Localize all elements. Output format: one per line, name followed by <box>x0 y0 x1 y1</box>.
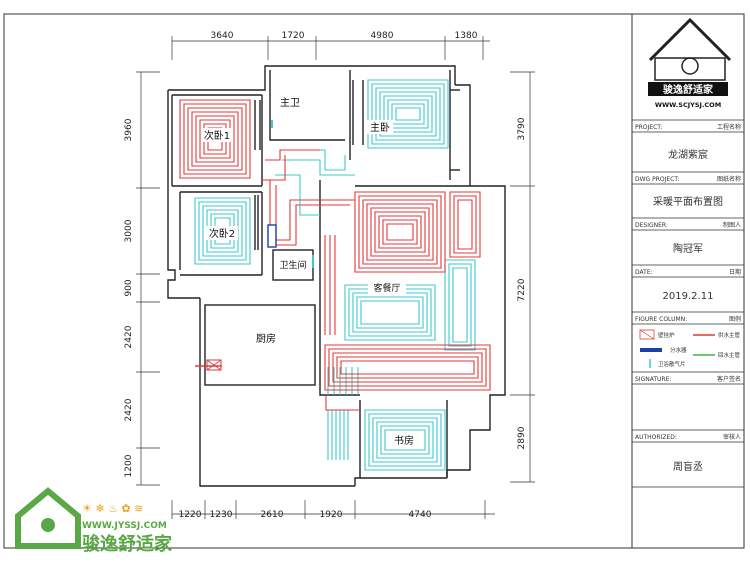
watermark: ☀ ❄ ♨ ✿ ≋ WWW.JYSSJ.COM 骏逸舒适家 <box>15 487 173 555</box>
dwg-label: DWG PROJECT: <box>635 176 679 183</box>
room-ke-can-ting: 客餐厅 <box>373 282 400 294</box>
manifold-symbol <box>267 224 277 248</box>
signature-label-cn: 客户签名 <box>717 375 741 383</box>
dim-bottom-4: 1920 <box>320 510 343 520</box>
project-label: PROJECT: <box>635 124 662 131</box>
legend-vent: 卫浴散气片 <box>658 360 686 368</box>
dim-top-3: 4980 <box>371 31 394 41</box>
legend-return: 回水主管 <box>718 351 741 359</box>
room-ci-wo-2: 次卧2 <box>209 227 235 240</box>
dim-right-3: 2890 <box>517 426 527 449</box>
watermark-sun-icon: ☀ ❄ ♨ ✿ ≋ <box>82 502 143 515</box>
legend-boiler: 壁挂炉 <box>658 331 675 339</box>
authorized-label-cn: 审核人 <box>723 433 741 441</box>
signature-label: SIGNATURE: <box>635 376 671 383</box>
walls <box>167 65 506 487</box>
logo: 骏逸舒适家 WWW.SCJYSJ.COM <box>648 17 732 109</box>
drawing-frame <box>3 13 745 549</box>
equipment-symbols <box>195 120 314 371</box>
room-shu-fang: 书房 <box>394 434 414 447</box>
dim-left-2: 3000 <box>124 219 134 242</box>
room-zhu-wo: 主卧 <box>370 121 390 134</box>
watermark-name: 骏逸舒适家 <box>82 533 173 555</box>
dim-right-1: 3790 <box>517 117 527 140</box>
dim-top-4: 1380 <box>455 31 478 41</box>
dim-bottom-3: 2610 <box>261 510 284 520</box>
dim-left-6: 1200 <box>124 454 134 477</box>
dim-left-3: 900 <box>124 279 134 296</box>
room-chu-fang: 厨房 <box>256 332 276 345</box>
logo-url: WWW.SCJYSJ.COM <box>655 101 721 109</box>
legend-manifold: 分水器 <box>670 346 687 354</box>
watermark-url: WWW.JYSSJ.COM <box>82 521 167 531</box>
designer-label: DESIGNER: <box>635 222 668 229</box>
date-label: DATE: <box>635 269 653 276</box>
designer-name: 陶冠军 <box>673 242 703 255</box>
title-block-labels: PROJECT: 工程名称 DWG PROJECT: 图纸名称 DESIGNER… <box>635 123 741 441</box>
legend: 壁挂炉 供水主管 分水器 卫浴散气片 回水主管 <box>639 329 741 368</box>
dim-left-4: 2420 <box>124 325 134 348</box>
date-value: 2019.2.11 <box>663 291 714 302</box>
project-name: 龙湖紫宸 <box>668 148 708 161</box>
logo-brand-text: 骏逸舒适家 <box>663 83 714 96</box>
dwg-label-cn: 图纸名称 <box>717 175 741 183</box>
dim-right-2: 7220 <box>517 278 527 301</box>
project-label-cn: 工程名称 <box>717 123 741 131</box>
authorized-label: AUTHORIZED: <box>635 434 677 441</box>
dim-top-2: 1720 <box>282 31 305 41</box>
room-ci-wo-1: 次卧1 <box>204 129 230 142</box>
authorized-name: 周盲丞 <box>673 460 703 473</box>
dim-bottom-2: 1230 <box>210 510 233 520</box>
dim-bottom-1: 1220 <box>179 510 202 520</box>
room-zhu-wei: 主卫 <box>280 97 300 109</box>
dimension-labels: 3640 1720 4980 1380 1220 1230 2610 1920 … <box>124 31 527 520</box>
room-wei-sheng-jian: 卫生间 <box>279 259 306 271</box>
dim-bottom-5: 4740 <box>409 510 432 520</box>
date-label-cn: 日期 <box>729 268 741 276</box>
figure-label-cn: 图例 <box>729 315 741 323</box>
dim-left-1: 3960 <box>124 118 134 141</box>
watermark-house-icon <box>15 487 81 549</box>
hot-pipe-coils <box>179 99 491 411</box>
room-labels: 次卧1 主卫 主卧 次卧2 卫生间 客餐厅 厨房 书房 <box>201 97 416 447</box>
title-block: 骏逸舒适家 WWW.SCJYSJ.COM PROJECT: 工程名称 DWG P… <box>632 17 744 488</box>
title-block-values: 龙湖紫宸 采暖平面布置图 陶冠军 2019.2.11 周盲丞 <box>653 148 723 473</box>
watermark-heart-icon <box>41 518 55 532</box>
figure-label: FIGURE COLUMN: <box>635 316 687 323</box>
cold-pipe-coils <box>194 79 476 471</box>
legend-supply: 供水主管 <box>718 331 741 339</box>
dwg-name: 采暖平面布置图 <box>653 195 723 208</box>
dim-top-1: 3640 <box>211 31 234 41</box>
legend-manifold-icon <box>640 348 662 352</box>
logo-heart-icon <box>681 57 699 75</box>
dim-left-5: 2420 <box>124 398 134 421</box>
designer-label-cn: 制图人 <box>723 221 741 229</box>
dimension-lines <box>136 36 535 519</box>
title-block-rules <box>632 119 744 488</box>
